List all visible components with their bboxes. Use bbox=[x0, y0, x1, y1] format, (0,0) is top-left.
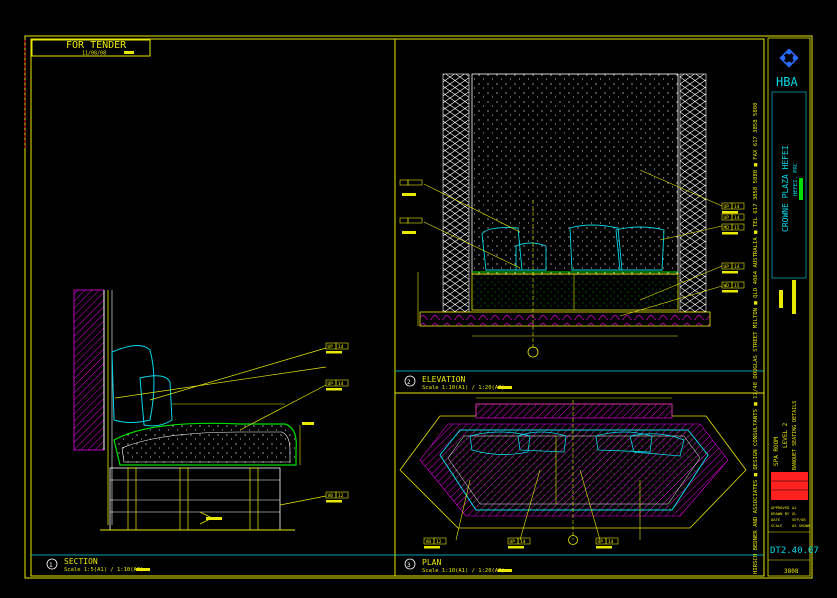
spec-tag: VB 12 bbox=[325, 491, 349, 503]
svg-text:UP: UP bbox=[724, 215, 730, 221]
svg-text:DRAWN BY: DRAWN BY bbox=[771, 511, 790, 516]
svg-text:14: 14 bbox=[734, 204, 740, 210]
svg-text:UP: UP bbox=[598, 539, 604, 545]
stamp-title: FOR TENDER bbox=[66, 40, 127, 51]
view-title-elevation: 2 ELEVATION Scale 1:10(A1) / 1:20(A3) bbox=[404, 375, 512, 391]
spec-tag: WD 15 bbox=[721, 281, 745, 293]
svg-text:15: 15 bbox=[734, 225, 740, 231]
title-fields: APPROVED AJ DRAWN BY GL DATE SEP/08 SCAL… bbox=[771, 505, 811, 528]
view-title-plan: 3 PLAN Scale 1:10(A1) / 1:20(A3) bbox=[404, 558, 512, 574]
svg-text:UP: UP bbox=[724, 264, 730, 270]
elevation-title: ELEVATION bbox=[422, 375, 466, 384]
project-name: CROWNE PLAZA HEFEI bbox=[781, 145, 790, 232]
company-address: HIRSCH BEDNER AND ASSOCIATES ■ DESIGN CO… bbox=[753, 103, 759, 574]
svg-text:UP: UP bbox=[328, 344, 334, 350]
section-title: SECTION bbox=[64, 557, 98, 566]
spec-tag: UP 14 bbox=[325, 379, 349, 391]
project-location: HEFEI, PRC bbox=[793, 163, 799, 196]
plan-scale: Scale 1:10(A1) / 1:20(A3) bbox=[422, 568, 505, 574]
drawing-title: BANQUET SEATING DETAILS bbox=[792, 401, 798, 470]
plan-view bbox=[399, 397, 747, 545]
sheet-frame bbox=[24, 35, 813, 579]
spec-tag: UP 14 bbox=[507, 537, 531, 549]
svg-text:14: 14 bbox=[734, 264, 740, 270]
drawing-number: DT2.40.07 bbox=[770, 546, 819, 556]
svg-text:AS SHOWN: AS SHOWN bbox=[792, 523, 811, 528]
svg-text:UP: UP bbox=[510, 539, 516, 545]
svg-text:APPROVED: APPROVED bbox=[771, 505, 790, 510]
elevation-view bbox=[399, 73, 723, 358]
logo-text: HBA bbox=[776, 75, 798, 89]
svg-text:AJ: AJ bbox=[792, 505, 797, 510]
stamp-date: 11/08/08 bbox=[82, 51, 106, 57]
section-view bbox=[73, 289, 327, 531]
svg-text:14: 14 bbox=[338, 381, 344, 387]
elevation-scale: Scale 1:10(A1) / 1:20(A3) bbox=[422, 385, 505, 391]
spec-tag: UP 14 bbox=[721, 262, 745, 274]
svg-text:UP: UP bbox=[328, 381, 334, 387]
svg-text:12: 12 bbox=[338, 493, 344, 499]
spec-tag: UP 14 bbox=[721, 202, 745, 214]
svg-text:14: 14 bbox=[520, 539, 526, 545]
section-number: 1 bbox=[49, 562, 53, 569]
svg-text:14: 14 bbox=[734, 215, 740, 221]
svg-text:14: 14 bbox=[338, 344, 344, 350]
svg-text:SEP/08: SEP/08 bbox=[792, 517, 806, 522]
spec-tag: UP 14 bbox=[595, 537, 619, 549]
hba-logo-icon bbox=[779, 48, 799, 68]
title-block: HBA CROWNE PLAZA HEFEI HEFEI, PRC SPA RO… bbox=[767, 37, 819, 577]
tender-stamp: FOR TENDER 11/08/08 bbox=[31, 39, 151, 57]
level: LEVEL 2 bbox=[782, 422, 789, 448]
elevation-number: 2 bbox=[407, 379, 411, 386]
room-name: SPA ROOM bbox=[773, 437, 780, 466]
svg-text:SCALE: SCALE bbox=[771, 523, 783, 528]
plan-title: PLAN bbox=[422, 558, 441, 567]
view-title-section: 1 SECTION Scale 1:5(A1) / 1:10(A3) bbox=[46, 557, 150, 573]
section-scale: Scale 1:5(A1) / 1:10(A3) bbox=[64, 567, 143, 573]
spec-tag: UP 14 bbox=[721, 213, 745, 221]
spec-tag: VB 12 bbox=[423, 537, 447, 549]
project-number: 3808 bbox=[784, 568, 799, 575]
company-strip: HIRSCH BEDNER AND ASSOCIATES ■ DESIGN CO… bbox=[753, 103, 759, 574]
svg-text:UP: UP bbox=[724, 204, 730, 210]
svg-text:WD: WD bbox=[724, 283, 730, 289]
svg-text:15: 15 bbox=[734, 283, 740, 289]
plan-number: 3 bbox=[407, 562, 411, 569]
svg-text:12: 12 bbox=[436, 539, 442, 545]
spec-tag: UP 14 bbox=[325, 342, 349, 354]
svg-text:VB: VB bbox=[328, 493, 334, 499]
svg-text:MD: MD bbox=[724, 225, 730, 231]
svg-text:GL: GL bbox=[792, 511, 797, 516]
svg-text:VB: VB bbox=[426, 539, 432, 545]
svg-text:14: 14 bbox=[608, 539, 614, 545]
spec-tag: MD 15 bbox=[721, 223, 745, 235]
svg-text:DATE: DATE bbox=[771, 517, 781, 522]
